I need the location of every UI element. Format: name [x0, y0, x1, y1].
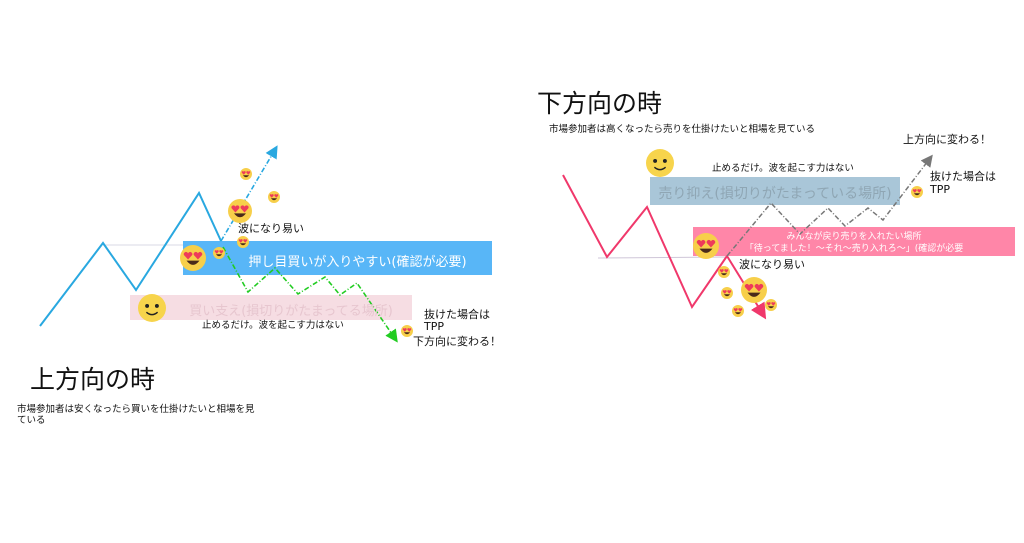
- smiley-face-icon: [646, 149, 674, 177]
- heart-eyes-emoji-icon: [228, 199, 252, 223]
- heart-eyes-emoji-icon: [732, 305, 744, 317]
- heart-eyes-emoji-icon: [911, 186, 923, 198]
- down-panel-title: 下方向の時: [537, 89, 663, 118]
- uptrend-line: [39, 190, 222, 327]
- down-wave-label: 波になり易い: [739, 258, 805, 271]
- heart-eyes-emoji-icon: [268, 191, 280, 203]
- smiley-face-icon: [138, 294, 166, 322]
- down-panel-description: 市場参加者は高くなったら売りを仕掛けたいと相場を見ている: [549, 124, 816, 135]
- resistance-zone: 売り抑え(損切りがたまっている場所): [650, 177, 900, 205]
- resistance-zone-label: 売り抑え(損切りがたまっている場所): [658, 186, 892, 202]
- pullback-zone-bg: [183, 241, 492, 275]
- heart-eyes-emoji-icon: [741, 277, 767, 303]
- heart-eyes-emoji-icon: [401, 325, 413, 337]
- heart-eyes-emoji-icon: [721, 287, 733, 299]
- down-stop-note: 止めるだけ。波を起こす力はない: [712, 163, 854, 174]
- heart-eyes-emoji-icon: [237, 236, 249, 248]
- down-breakout-line1: 抜けた場合は: [930, 170, 996, 183]
- support-zone-label: 買い支え(損切りがたまってる場所): [189, 304, 393, 319]
- heart-eyes-emoji-icon: [693, 233, 719, 259]
- down-breakout-line2: TPP: [930, 183, 950, 196]
- heart-eyes-emoji-icon: [213, 247, 225, 259]
- up-panel-title: 上方向の時: [30, 365, 156, 394]
- heart-eyes-emoji-icon: [765, 299, 777, 311]
- downtrend-line: [562, 174, 728, 310]
- up-breakout-line1: 抜けた場合は: [424, 308, 490, 321]
- up-reversal-arrow: [726, 154, 933, 257]
- down-reversal-label: 上方向に変わる！: [903, 133, 991, 146]
- rally-zone-label-2: 「待ってました！～それ～売り入れろ～」(確認が必要: [744, 244, 964, 254]
- heart-eyes-emoji-icon: [240, 168, 252, 180]
- rally-zone: みんなが戻り売りを入れたい場所 「待ってました！～それ～売り入れろ～」(確認が必…: [693, 227, 1015, 256]
- up-reversal-label: 下方向に変わる！: [413, 335, 501, 348]
- heart-eyes-emoji-icon: [718, 266, 730, 278]
- support-zone-bg: [130, 295, 412, 320]
- rally-zone-label-1: みんなが戻り売りを入れたい場所: [786, 232, 922, 242]
- resistance-zone-bg: [650, 177, 900, 205]
- up-panel-description: 市場参加者は安くなったら買いを仕掛けたいと相場を見ている: [17, 404, 255, 426]
- heart-eyes-emoji-icon: [180, 245, 206, 271]
- support-zone: 買い支え(損切りがたまってる場所): [130, 295, 412, 320]
- down-reversal-arrow: [222, 246, 398, 343]
- pullback-zone: 押し目買いが入りやすい(確認が必要): [183, 241, 492, 275]
- up-breakout-line2: TPP: [424, 320, 444, 333]
- pullback-zone-label: 押し目買いが入りやすい(確認が必要): [248, 255, 467, 270]
- up-stop-note: 止めるだけ。波を起こす力はない: [202, 320, 344, 331]
- up-wave-label: 波になり易い: [238, 222, 304, 235]
- up-continuation-arrow: [220, 145, 278, 242]
